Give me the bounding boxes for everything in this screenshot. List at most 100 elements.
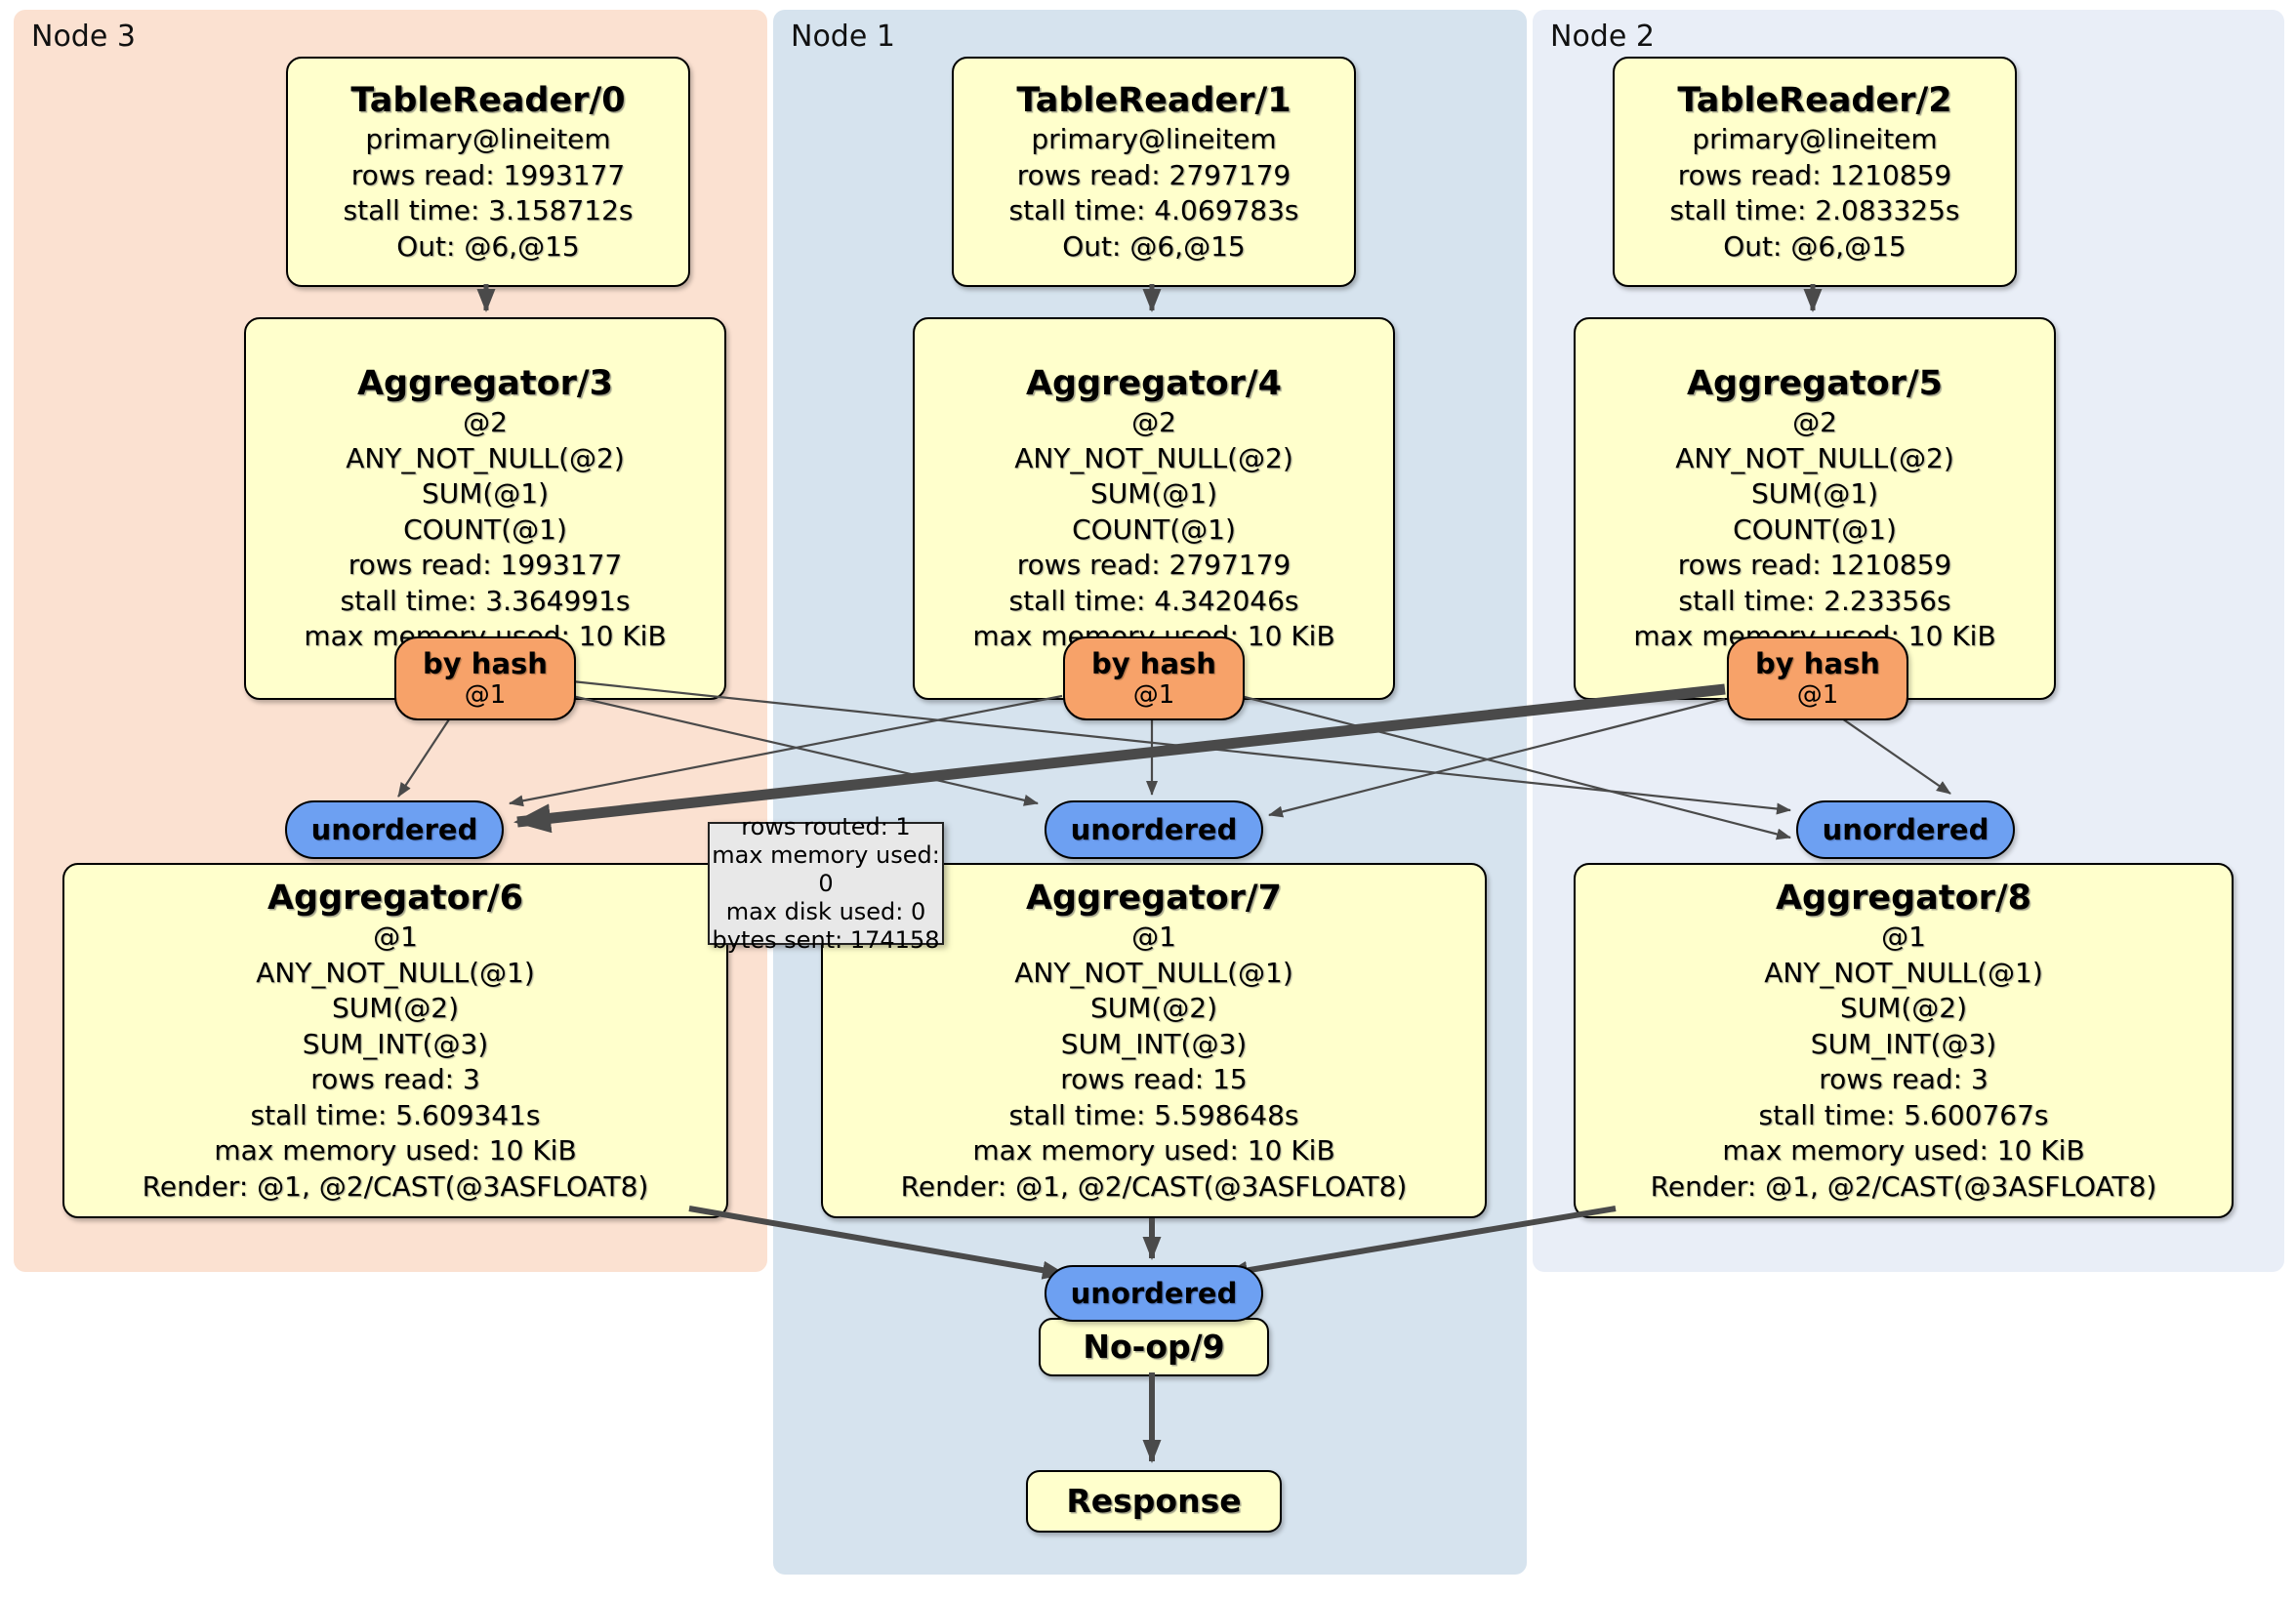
node-title: No-op/9 [1083,1328,1225,1366]
node-line: ANY_NOT_NULL(@2) [346,441,625,474]
node-line: ANY_NOT_NULL(@2) [1675,441,1954,474]
node-line: primary@lineitem [365,123,611,155]
tooltip-line: bytes sent: 174158 [712,925,940,954]
node-line: stall time: 3.158712s [343,194,634,226]
stream-unordered-final[interactable]: unordered [1045,1265,1263,1322]
node-line: SUM_INT(@3) [1060,1027,1248,1060]
panel-node-2-label: Node 2 [1550,20,1655,54]
node-line: max memory used: 10 KiB [1722,1134,2085,1167]
node-line: COUNT(@1) [403,512,567,546]
tooltip-line: max memory used: 0 [712,840,940,897]
panel-node-3-label: Node 3 [31,20,136,54]
router-label: by hash [423,647,548,680]
node-aggregator-4[interactable]: Aggregator/4 @2 ANY_NOT_NULL(@2) SUM(@1)… [913,317,1395,700]
node-line: stall time: 2.083325s [1669,194,1960,226]
node-line: rows read: 1993177 [350,158,626,191]
stream-label: unordered [1070,813,1238,846]
node-line: stall time: 5.598648s [1008,1098,1299,1131]
node-aggregator-3[interactable]: Aggregator/3 @2 ANY_NOT_NULL(@2) SUM(@1)… [244,317,726,700]
node-line: Out: @6,@15 [396,229,580,263]
node-tablereader-0[interactable]: TableReader/0 primary@lineitem rows read… [286,57,690,287]
node-line: @1 [373,921,418,953]
node-tablereader-1[interactable]: TableReader/1 primary@lineitem rows read… [952,57,1356,287]
node-title: Aggregator/7 [1025,879,1283,918]
node-line: COUNT(@1) [1733,512,1897,546]
node-line: ANY_NOT_NULL(@1) [1764,956,2043,989]
node-response[interactable]: Response [1026,1470,1282,1533]
node-aggregator-8[interactable]: Aggregator/8 @1 ANY_NOT_NULL(@1) SUM(@2)… [1574,863,2234,1218]
node-line: SUM_INT(@3) [302,1027,489,1060]
node-title: TableReader/2 [1677,81,1952,120]
panel-node-1-label: Node 1 [791,20,895,54]
node-line: primary@lineitem [1031,123,1277,155]
stream-unordered-node2[interactable]: unordered [1796,800,2015,859]
node-tablereader-2[interactable]: TableReader/2 primary@lineitem rows read… [1613,57,2017,287]
tooltip-line: max disk used: 0 [725,897,926,925]
node-line: SUM_INT(@3) [1810,1027,1997,1060]
node-title: Response [1066,1482,1242,1520]
node-line: SUM(@1) [421,477,550,511]
node-line: rows read: 1210859 [1677,158,1952,191]
node-line: SUM(@2) [1089,992,1218,1024]
node-line: @1 [1881,921,1926,953]
node-title: TableReader/1 [1016,81,1292,120]
node-line: @2 [1131,406,1176,439]
node-line: rows read: 1993177 [348,549,623,582]
edge-tooltip: rows routed: 1 max memory used: 0 max di… [708,813,944,954]
node-line: stall time: 4.069783s [1008,194,1299,226]
node-line: max memory used: 10 KiB [972,1134,1335,1167]
stream-unordered-node1[interactable]: unordered [1045,800,1263,859]
router-by-hash-node2[interactable]: by hash @1 [1727,636,1908,720]
node-line: Render: @1, @2/CAST(@3ASFLOAT8) [900,1169,1408,1203]
node-line: rows read: 3 [310,1063,480,1095]
node-line: SUM(@1) [1750,477,1879,511]
node-line: Out: @6,@15 [1062,229,1246,263]
node-line: ANY_NOT_NULL(@2) [1014,441,1293,474]
router-label: by hash [1755,647,1880,680]
node-line: rows read: 2797179 [1016,549,1292,582]
router-by-hash-node3[interactable]: by hash @1 [394,636,576,720]
node-line: SUM(@2) [1839,992,1968,1024]
node-noop-9[interactable]: No-op/9 [1039,1318,1269,1376]
router-label: by hash [1091,647,1216,680]
stream-label: unordered [1070,1277,1238,1310]
node-line: stall time: 2.23356s [1678,584,1951,617]
node-line: rows read: 1210859 [1677,549,1952,582]
node-line: Render: @1, @2/CAST(@3ASFLOAT8) [1650,1169,2157,1203]
node-line: Render: @1, @2/CAST(@3ASFLOAT8) [142,1169,649,1203]
node-line: SUM(@2) [331,992,460,1024]
node-line: COUNT(@1) [1072,512,1236,546]
node-line: ANY_NOT_NULL(@1) [1014,956,1293,989]
node-line: @2 [463,406,508,439]
node-line: stall time: 5.600767s [1758,1098,2049,1131]
node-line: rows read: 2797179 [1016,158,1292,191]
node-line: rows read: 15 [1060,1063,1248,1095]
node-line: @1 [1131,921,1176,953]
node-title: Aggregator/3 [356,364,614,404]
node-line: stall time: 5.609341s [250,1098,541,1131]
node-line: stall time: 3.364991s [340,584,631,617]
node-aggregator-6[interactable]: Aggregator/6 @1 ANY_NOT_NULL(@1) SUM(@2)… [62,863,728,1218]
node-title: TableReader/0 [350,81,626,120]
router-key: @1 [1132,680,1175,710]
node-line: primary@lineitem [1692,123,1938,155]
node-line: ANY_NOT_NULL(@1) [256,956,535,989]
node-title: Aggregator/6 [266,879,524,918]
node-title: Aggregator/8 [1775,879,2032,918]
node-line: Out: @6,@15 [1723,229,1906,263]
tooltip-line: rows routed: 1 [741,812,911,840]
node-line: stall time: 4.342046s [1008,584,1299,617]
node-title: Aggregator/4 [1025,364,1283,404]
stream-label: unordered [1822,813,1989,846]
stream-label: unordered [310,813,478,846]
router-key: @1 [464,680,507,710]
node-line: max memory used: 10 KiB [214,1134,577,1167]
router-by-hash-node1[interactable]: by hash @1 [1063,636,1245,720]
stream-unordered-node3[interactable]: unordered [285,800,504,859]
node-aggregator-5[interactable]: Aggregator/5 @2 ANY_NOT_NULL(@2) SUM(@1)… [1574,317,2056,700]
node-line: rows read: 3 [1819,1063,1988,1095]
node-line: SUM(@1) [1089,477,1218,511]
node-line: @2 [1792,406,1837,439]
node-title: Aggregator/5 [1686,364,1944,404]
